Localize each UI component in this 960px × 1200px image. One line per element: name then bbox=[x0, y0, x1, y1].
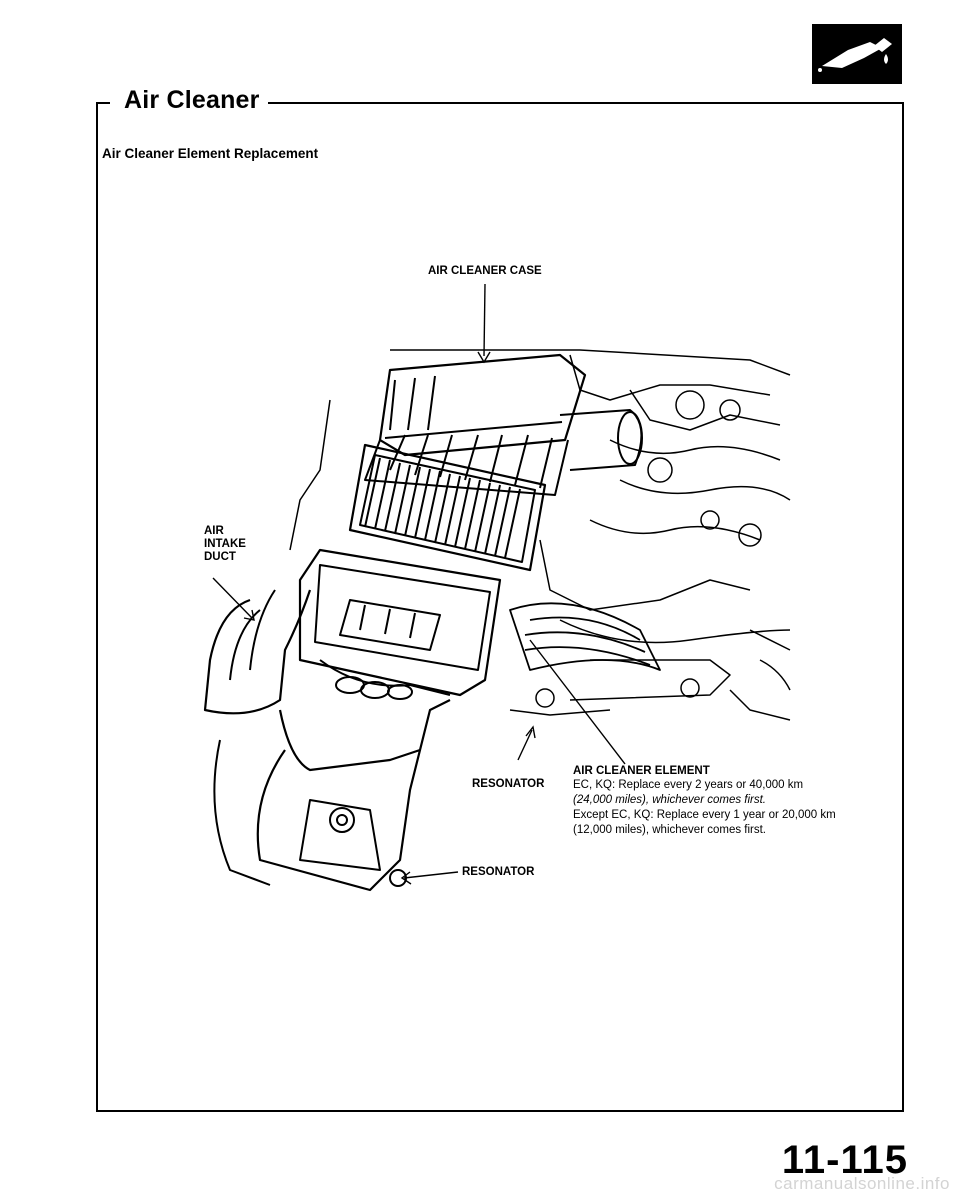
label-resonator-upper: RESONATOR bbox=[472, 778, 545, 790]
intake-hose bbox=[509, 602, 661, 671]
arrowhead-air-intake-duct bbox=[243, 609, 255, 621]
watermark: carmanualsonline.info bbox=[774, 1174, 950, 1193]
service-note-line: (12,000 miles), whichever comes first. bbox=[573, 824, 767, 836]
air-cleaner-lower-housing bbox=[298, 548, 502, 700]
air-cleaner-case-lid bbox=[364, 353, 643, 496]
service-note-line: EC, KQ: Replace every 2 years or 40,000 … bbox=[573, 779, 804, 791]
frame-left bbox=[96, 102, 98, 1112]
resonator bbox=[213, 699, 451, 892]
air-intake-duct bbox=[203, 589, 312, 715]
leader-air-intake-duct bbox=[212, 577, 253, 619]
frame-right bbox=[902, 102, 904, 1112]
air-cleaner-element bbox=[348, 443, 547, 572]
arrowhead-resonator-upper bbox=[525, 725, 536, 739]
service-note: EC, KQ: Replace every 2 years or 40,000 … bbox=[573, 778, 836, 838]
label-air-cleaner-case: AIR CLEANER CASE bbox=[428, 265, 542, 277]
frame-top-left bbox=[96, 102, 110, 104]
leader-resonator-lower bbox=[403, 871, 459, 879]
page-subtitle: Air Cleaner Element Replacement bbox=[102, 146, 319, 161]
label-resonator-lower: RESONATOR bbox=[462, 866, 535, 878]
arrowhead-resonator-lower bbox=[400, 871, 412, 885]
page-number: 11-115 bbox=[781, 1138, 908, 1182]
engine-bay-outline bbox=[289, 349, 791, 721]
service-note-line: (24,000 miles), whichever comes first. bbox=[573, 794, 767, 806]
air-cleaner-illustration bbox=[203, 349, 791, 892]
fuel-system-icon bbox=[812, 24, 902, 84]
frame-top-right bbox=[244, 102, 904, 104]
service-note-line: Except EC, KQ: Replace every 1 year or 2… bbox=[573, 809, 836, 821]
label-air-cleaner-element: AIR CLEANER ELEMENT bbox=[573, 765, 710, 777]
label-air-intake-duct: AIR INTAKE DUCT bbox=[204, 525, 246, 563]
arrowhead-air-cleaner-case bbox=[477, 351, 491, 364]
frame-bottom bbox=[96, 1110, 904, 1112]
leader-air-cleaner-element bbox=[529, 639, 626, 765]
section-title: Air Cleaner bbox=[116, 86, 268, 115]
leader-resonator-upper bbox=[517, 729, 533, 761]
leader-air-cleaner-case bbox=[483, 283, 486, 357]
